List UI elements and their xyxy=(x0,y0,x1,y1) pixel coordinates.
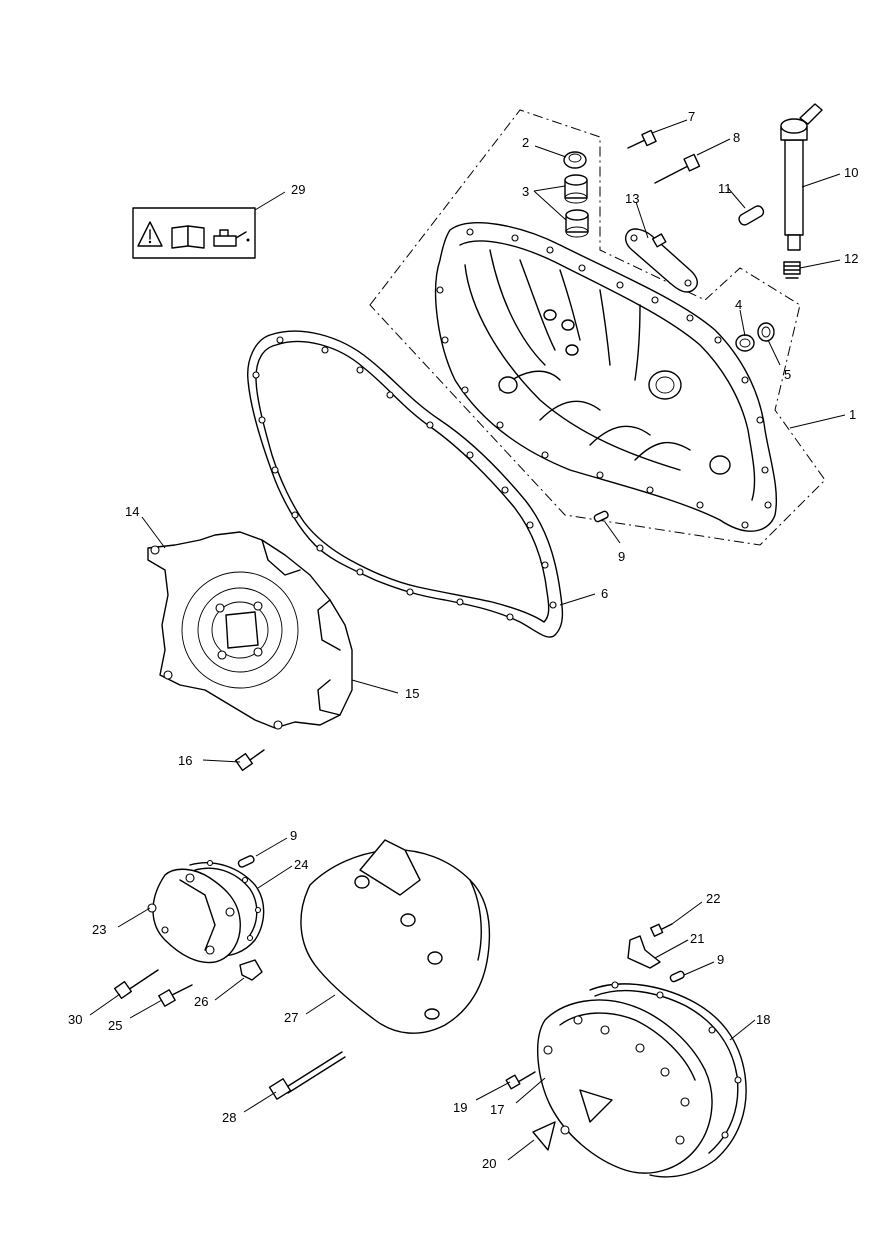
bearing-part-4 xyxy=(735,334,755,352)
screw-part-19 xyxy=(505,1071,536,1090)
callout-5: 5 xyxy=(784,367,791,382)
bolt-part-30 xyxy=(113,969,159,1000)
callout-2: 2 xyxy=(522,135,529,150)
shaft-part-10 xyxy=(780,103,823,251)
callout-10: 10 xyxy=(844,165,858,180)
callout-6: 6 xyxy=(601,586,608,601)
callout-20: 20 xyxy=(482,1156,496,1171)
needle-bearing-part-3b xyxy=(565,209,589,238)
callout-25: 25 xyxy=(108,1018,122,1033)
oil-can-icon xyxy=(213,229,250,247)
callout-18: 18 xyxy=(756,1012,770,1027)
dowel-part-9-right xyxy=(669,970,685,983)
dowel-part-9-left xyxy=(237,855,255,868)
callout-13: 13 xyxy=(625,191,639,206)
cover-part-17 xyxy=(536,999,713,1174)
screw-part-16 xyxy=(234,749,265,772)
callout-11: 11 xyxy=(718,181,732,196)
callout-3: 3 xyxy=(522,184,529,199)
callout-19: 19 xyxy=(453,1100,467,1115)
spring-part-12 xyxy=(783,261,801,279)
bolt-part-28 xyxy=(268,1051,346,1100)
bolt-part-25 xyxy=(158,984,193,1007)
callout-28: 28 xyxy=(222,1110,236,1125)
triangle-label-part-20 xyxy=(532,1121,556,1151)
callout-17: 17 xyxy=(490,1102,504,1117)
callout-26: 26 xyxy=(194,994,208,1009)
callout-8: 8 xyxy=(733,130,740,145)
warning-label-part-29 xyxy=(132,207,256,259)
callout-1: 1 xyxy=(849,407,856,422)
seal-part-5 xyxy=(757,322,775,342)
callout-15: 15 xyxy=(405,686,419,701)
callout-12: 12 xyxy=(844,251,858,266)
callout-30: 30 xyxy=(68,1012,82,1027)
stator-plate-part-15 xyxy=(147,531,353,730)
dowel-part-9-upper xyxy=(593,510,609,523)
cover-part-27 xyxy=(300,839,491,1034)
callout-16: 16 xyxy=(178,753,192,768)
callout-4: 4 xyxy=(735,297,742,312)
callout-labels: 1 2 3 4 5 6 7 8 9 9 9 10 11 12 13 14 15 … xyxy=(68,109,858,1171)
callout-24: 24 xyxy=(294,857,308,872)
screw-part-22 xyxy=(649,923,673,937)
callout-21: 21 xyxy=(690,931,704,946)
oil-seal-part-2 xyxy=(563,151,587,169)
clip-part-26 xyxy=(239,959,263,981)
clutch-cover-part xyxy=(434,222,778,532)
callout-29: 29 xyxy=(291,182,305,197)
manual-book-icon xyxy=(171,225,205,249)
leader-lines xyxy=(89,119,846,1161)
callout-23: 23 xyxy=(92,922,106,937)
callout-7: 7 xyxy=(688,109,695,124)
callout-27: 27 xyxy=(284,1010,298,1025)
pin-part-11 xyxy=(738,205,765,226)
warning-triangle-icon xyxy=(137,221,163,247)
needle-bearing-part-3a xyxy=(564,174,588,204)
callout-14: 14 xyxy=(125,504,139,519)
bracket-part-21 xyxy=(627,935,661,969)
gasket-part-18 xyxy=(589,981,747,1178)
callout-9-upper: 9 xyxy=(618,549,625,564)
callout-22: 22 xyxy=(706,891,720,906)
gasket-part-6 xyxy=(247,330,564,638)
cover-part-23 xyxy=(147,868,241,964)
bolt-part-7 xyxy=(627,129,657,149)
callout-9-left: 9 xyxy=(290,828,297,843)
bolt-part-8 xyxy=(654,153,701,184)
assembly-boundary-1 xyxy=(369,109,826,546)
callout-9-right: 9 xyxy=(717,952,724,967)
gasket-part-24 xyxy=(189,859,265,957)
